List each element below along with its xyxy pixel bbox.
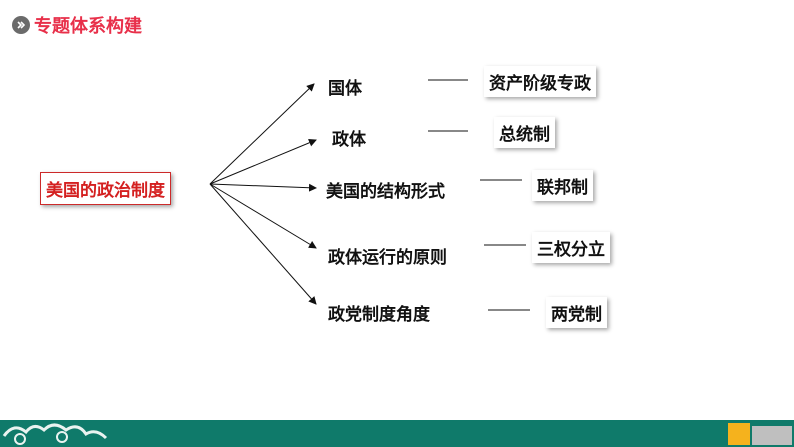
branch-label-5: 政党制度角度 [328, 305, 430, 325]
gray-square [752, 426, 792, 445]
branch-label-2: 政体 [332, 130, 366, 150]
cloud-pattern-icon [0, 420, 120, 447]
section-header: 专题体系构建 [12, 10, 142, 40]
root-node: 美国的政治制度 [40, 172, 171, 205]
arrow-3 [209, 183, 317, 192]
arrow-1 [209, 83, 315, 185]
branch-value-5: 两党制 [546, 297, 607, 328]
yellow-square [728, 423, 750, 445]
page-title: 专题体系构建 [34, 16, 142, 37]
footer-band [0, 420, 794, 447]
branch-value-1: 资产阶级专政 [484, 66, 596, 97]
arrow-2 [209, 138, 317, 185]
chevron-circle-icon [12, 16, 30, 34]
branch-label-4: 政体运行的原则 [328, 248, 447, 268]
arrow-4 [209, 183, 317, 249]
branch-value-4: 三权分立 [532, 232, 610, 263]
branch-label-1: 国体 [328, 79, 362, 99]
branch-value-2: 总统制 [494, 117, 555, 148]
arrow-5 [209, 183, 317, 305]
branch-label-3: 美国的结构形式 [326, 182, 445, 202]
branch-value-3: 联邦制 [532, 170, 593, 201]
